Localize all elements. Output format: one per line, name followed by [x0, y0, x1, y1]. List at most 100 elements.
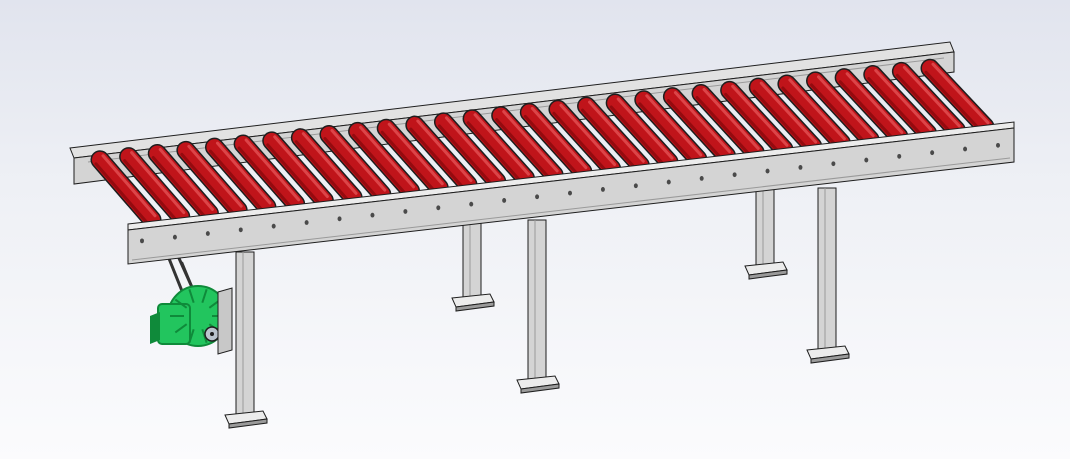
- roller[interactable]: [319, 125, 392, 204]
- roller[interactable]: [147, 143, 219, 223]
- roller-shadow: [380, 130, 437, 194]
- roller[interactable]: [920, 58, 995, 137]
- motor-cooling-fin: [201, 289, 208, 303]
- roller-body: [92, 151, 160, 228]
- roller[interactable]: [577, 96, 650, 175]
- roller[interactable]: [548, 99, 622, 178]
- roller-shadow: [466, 121, 523, 184]
- bolt-hole: [732, 172, 737, 178]
- roller-body: [635, 91, 706, 167]
- roller[interactable]: [834, 68, 909, 146]
- roller-highlight: [759, 81, 818, 144]
- roller[interactable]: [405, 115, 478, 195]
- roller-body: [607, 94, 678, 171]
- far-legs-group: [451, 185, 788, 312]
- leg-foot-edge: [520, 383, 560, 394]
- motor-mount-bracket: [217, 287, 233, 355]
- roller-highlight: [244, 138, 301, 202]
- motor-cooling-fin: [201, 329, 208, 343]
- leg-near-left: [224, 251, 268, 429]
- roller[interactable]: [462, 109, 535, 188]
- roller-highlight: [731, 84, 789, 147]
- roller-highlight: [330, 129, 387, 192]
- roller[interactable]: [290, 128, 363, 207]
- roller-shadow: [409, 127, 466, 191]
- roller-shadow: [752, 89, 811, 152]
- roller[interactable]: [204, 137, 277, 217]
- motor-terminal-box[interactable]: [157, 303, 191, 345]
- roller-body: [864, 66, 936, 142]
- roller-body: [206, 139, 275, 215]
- rollers-group[interactable]: [90, 58, 995, 230]
- bolt-hole: [469, 201, 474, 207]
- roller-body: [349, 123, 419, 199]
- roller[interactable]: [233, 134, 306, 214]
- roller-body: [149, 145, 218, 222]
- roller[interactable]: [891, 61, 966, 140]
- bolt-hole: [535, 194, 540, 200]
- near-side-rail[interactable]: [127, 121, 1015, 265]
- roller-shadow: [94, 162, 150, 226]
- roller-body: [292, 129, 362, 206]
- roller-shadow: [352, 133, 409, 197]
- roller-shadow: [495, 118, 552, 181]
- roller[interactable]: [605, 93, 679, 172]
- roller-body: [807, 72, 879, 148]
- leg-post: [755, 185, 775, 267]
- roller[interactable]: [720, 80, 794, 159]
- roller[interactable]: [433, 112, 507, 191]
- roller[interactable]: [90, 150, 162, 230]
- roller[interactable]: [691, 83, 765, 162]
- roller-highlight: [616, 97, 674, 160]
- roller[interactable]: [748, 77, 823, 156]
- bolt-hole: [963, 146, 968, 152]
- roller-highlight: [559, 103, 617, 166]
- roller[interactable]: [777, 74, 851, 153]
- roller[interactable]: [863, 65, 938, 143]
- roller[interactable]: [662, 87, 736, 166]
- roller[interactable]: [262, 131, 334, 211]
- bolt-hole: [996, 142, 1000, 148]
- roller-shadow: [895, 73, 954, 136]
- roller-highlight: [788, 78, 846, 141]
- roller[interactable]: [519, 102, 593, 182]
- roller[interactable]: [634, 90, 708, 169]
- roller[interactable]: [119, 147, 191, 227]
- roller[interactable]: [348, 121, 421, 201]
- leg-near-right: [806, 187, 850, 364]
- roller[interactable]: [491, 106, 564, 185]
- bolt-hole: [765, 168, 770, 174]
- roller[interactable]: [176, 140, 248, 220]
- bolt-hole: [600, 187, 605, 192]
- roller-highlight: [101, 154, 157, 218]
- roller-shadow: [638, 102, 696, 165]
- roller-shadow: [581, 108, 638, 171]
- roller[interactable]: [376, 118, 449, 198]
- leg-far-right: [744, 185, 788, 280]
- roller-shadow: [151, 155, 207, 219]
- leg-foot-edge: [455, 301, 495, 312]
- roller-body: [120, 148, 189, 225]
- bolt-hole: [699, 176, 704, 181]
- roller-body: [378, 120, 448, 196]
- roller-body: [693, 85, 764, 161]
- drive-motor-assembly[interactable]: [150, 254, 233, 355]
- roller-shadow: [724, 92, 782, 155]
- near-rail-web[interactable]: [127, 127, 1015, 265]
- roller[interactable]: [806, 71, 880, 150]
- leg-post: [817, 187, 837, 351]
- roller-body: [406, 117, 476, 193]
- bolt-hole: [831, 161, 836, 167]
- roller-body: [320, 126, 390, 203]
- roller-body: [664, 88, 735, 164]
- leg-post: [527, 219, 547, 381]
- bolt-hole: [304, 220, 309, 225]
- roller-highlight: [187, 144, 243, 208]
- bolt-hole: [403, 209, 408, 214]
- roller-shadow: [695, 95, 753, 158]
- roller-shadow: [237, 146, 294, 210]
- bolt-hole: [238, 227, 243, 233]
- bolt-hole: [864, 157, 869, 163]
